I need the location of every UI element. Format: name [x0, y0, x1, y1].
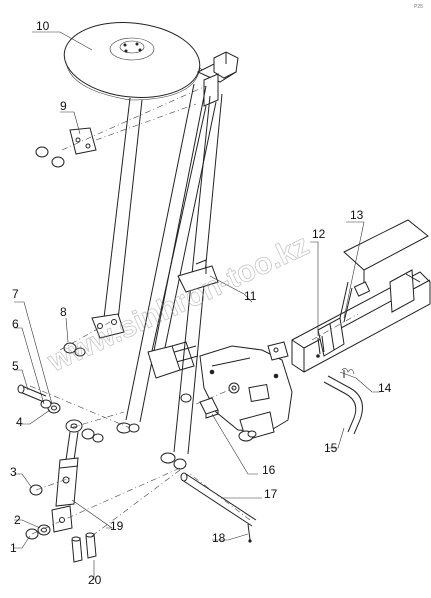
disc-part-10 — [63, 22, 205, 101]
strut-foot-bracket-left — [91, 313, 125, 339]
mounting-plate — [199, 341, 293, 442]
label-10: 10 — [36, 19, 50, 33]
label-19: 19 — [110, 519, 124, 533]
label-13: 13 — [350, 208, 364, 222]
pin-part-18 — [247, 523, 252, 543]
label-2: 2 — [14, 513, 21, 527]
label-16: 16 — [262, 463, 276, 477]
axle-part-17 — [180, 472, 257, 527]
strut-mid-bracket — [177, 259, 219, 293]
label-9: 9 — [60, 99, 67, 113]
strut-bottom-joints — [116, 393, 192, 470]
leader-lines — [14, 31, 380, 580]
label-6: 6 — [12, 317, 19, 331]
frame-beam — [291, 219, 431, 373]
assembly-centre-lines — [29, 85, 359, 537]
label-14: 14 — [378, 381, 392, 395]
label-11: 11 — [244, 289, 257, 303]
label-5: 5 — [12, 359, 19, 373]
label-12: 12 — [312, 227, 326, 241]
label-8: 8 — [60, 305, 67, 319]
label-4: 4 — [16, 415, 23, 429]
corner-mark: Р25 — [414, 4, 423, 10]
clamp-part-13 — [317, 281, 353, 357]
central-block — [147, 341, 195, 379]
bolt-part-12 — [316, 335, 325, 358]
bracket-part-9 — [35, 127, 97, 168]
nut-part-8 — [63, 342, 86, 357]
label-17: 17 — [264, 487, 278, 501]
bolt-part-5 — [17, 384, 47, 403]
label-20: 20 — [88, 573, 102, 587]
label-3: 3 — [10, 465, 17, 479]
label-1: 1 — [10, 541, 17, 555]
spring-pin-part-14 — [339, 368, 357, 379]
frame-struts — [103, 83, 223, 455]
pins-part-20 — [71, 532, 97, 563]
handle-part-15 — [323, 375, 363, 435]
label-7: 7 — [12, 287, 19, 301]
cylinder-part-19 — [51, 419, 83, 533]
label-15: 15 — [324, 441, 338, 455]
label-18: 18 — [212, 531, 226, 545]
